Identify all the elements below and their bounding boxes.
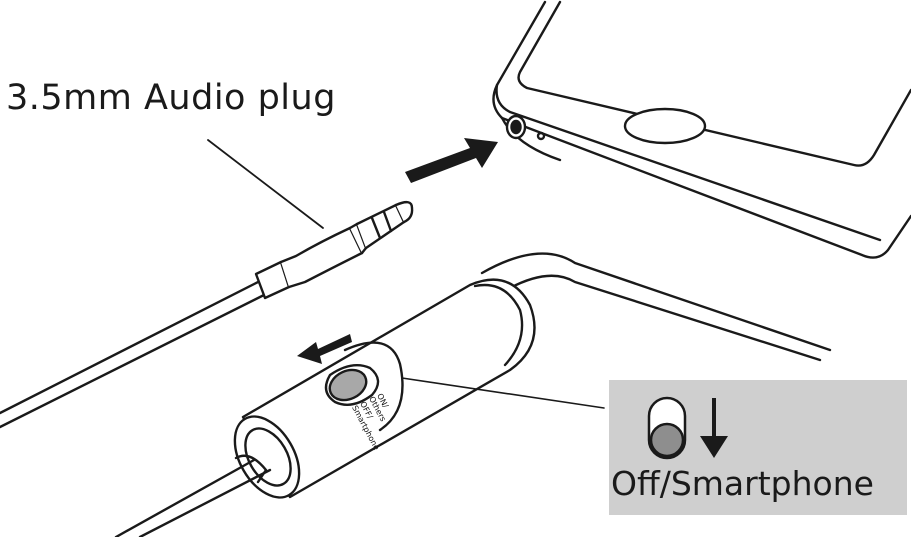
front-cable [114,454,272,537]
mic-cable [480,252,832,362]
callout-box [609,380,907,515]
switch-box [233,278,536,499]
microphone-hole [536,131,546,141]
slide-arrow-icon [297,334,352,364]
switch-position-label: Off/Smartphone [611,464,874,503]
plug-label: 3.5mm Audio plug [6,78,336,118]
switch-knob [328,368,368,402]
arrow-down-icon [700,398,728,458]
insert-arrow-icon [405,138,498,183]
home-button [623,107,707,145]
audio-plug [0,200,414,429]
toggle-switch-icon [647,396,687,460]
smartphone [492,0,911,259]
